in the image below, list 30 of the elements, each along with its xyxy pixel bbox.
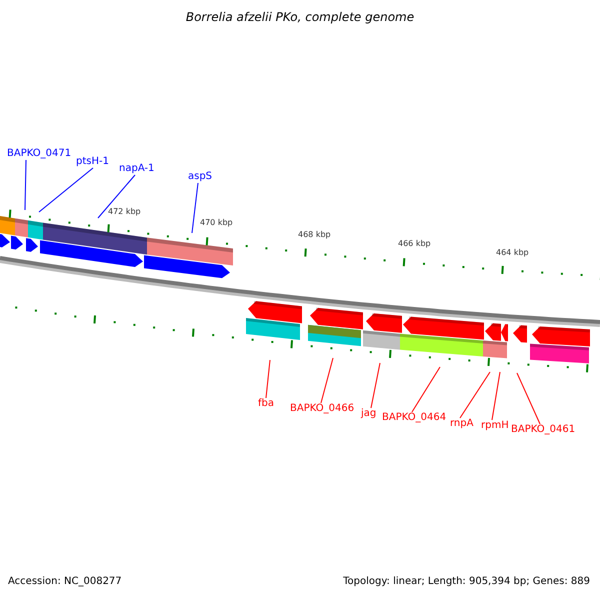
leader-line (516, 372, 540, 424)
gene-label: rpmH (481, 420, 509, 432)
genome-summary-text: Topology: linear; Length: 905,394 bp; Genes: 889 (343, 576, 590, 588)
leader-line (24, 160, 26, 210)
leader-line (370, 362, 380, 408)
gene-label: BAPKO_0461 (511, 424, 576, 436)
gene-label: fba (258, 398, 274, 410)
title: Borrelia afzelii PKo, complete genome (184, 11, 416, 23)
gene-label: aspS (188, 171, 212, 183)
scale-label: 466 kbp (398, 238, 431, 250)
scale-label: 468 kbp (298, 229, 331, 241)
leader-line (412, 366, 440, 412)
leader-line (320, 358, 334, 404)
gene-label: BAPKO_0464 (382, 412, 446, 424)
leader-line (38, 168, 94, 212)
scale-label: 472 kbp (108, 206, 141, 218)
gene-label: rnpA (450, 418, 474, 430)
gene-label: ptsH-1 (76, 156, 109, 168)
gene-label: napA-1 (119, 163, 154, 175)
scale-label: 464 kbp (496, 247, 529, 259)
leader-line (460, 372, 490, 418)
leader-line (492, 372, 500, 420)
scale-label: 470 kbp (200, 217, 233, 229)
gene-label: BAPKO_0466 (290, 403, 354, 415)
leader-line (192, 182, 198, 234)
leader-line (266, 360, 270, 398)
gene-label: BAPKO_0471 (7, 148, 72, 160)
gene-label: jag (361, 408, 376, 420)
leader-line (98, 174, 136, 218)
accession-text: Accession: NC_008277 (8, 576, 122, 588)
